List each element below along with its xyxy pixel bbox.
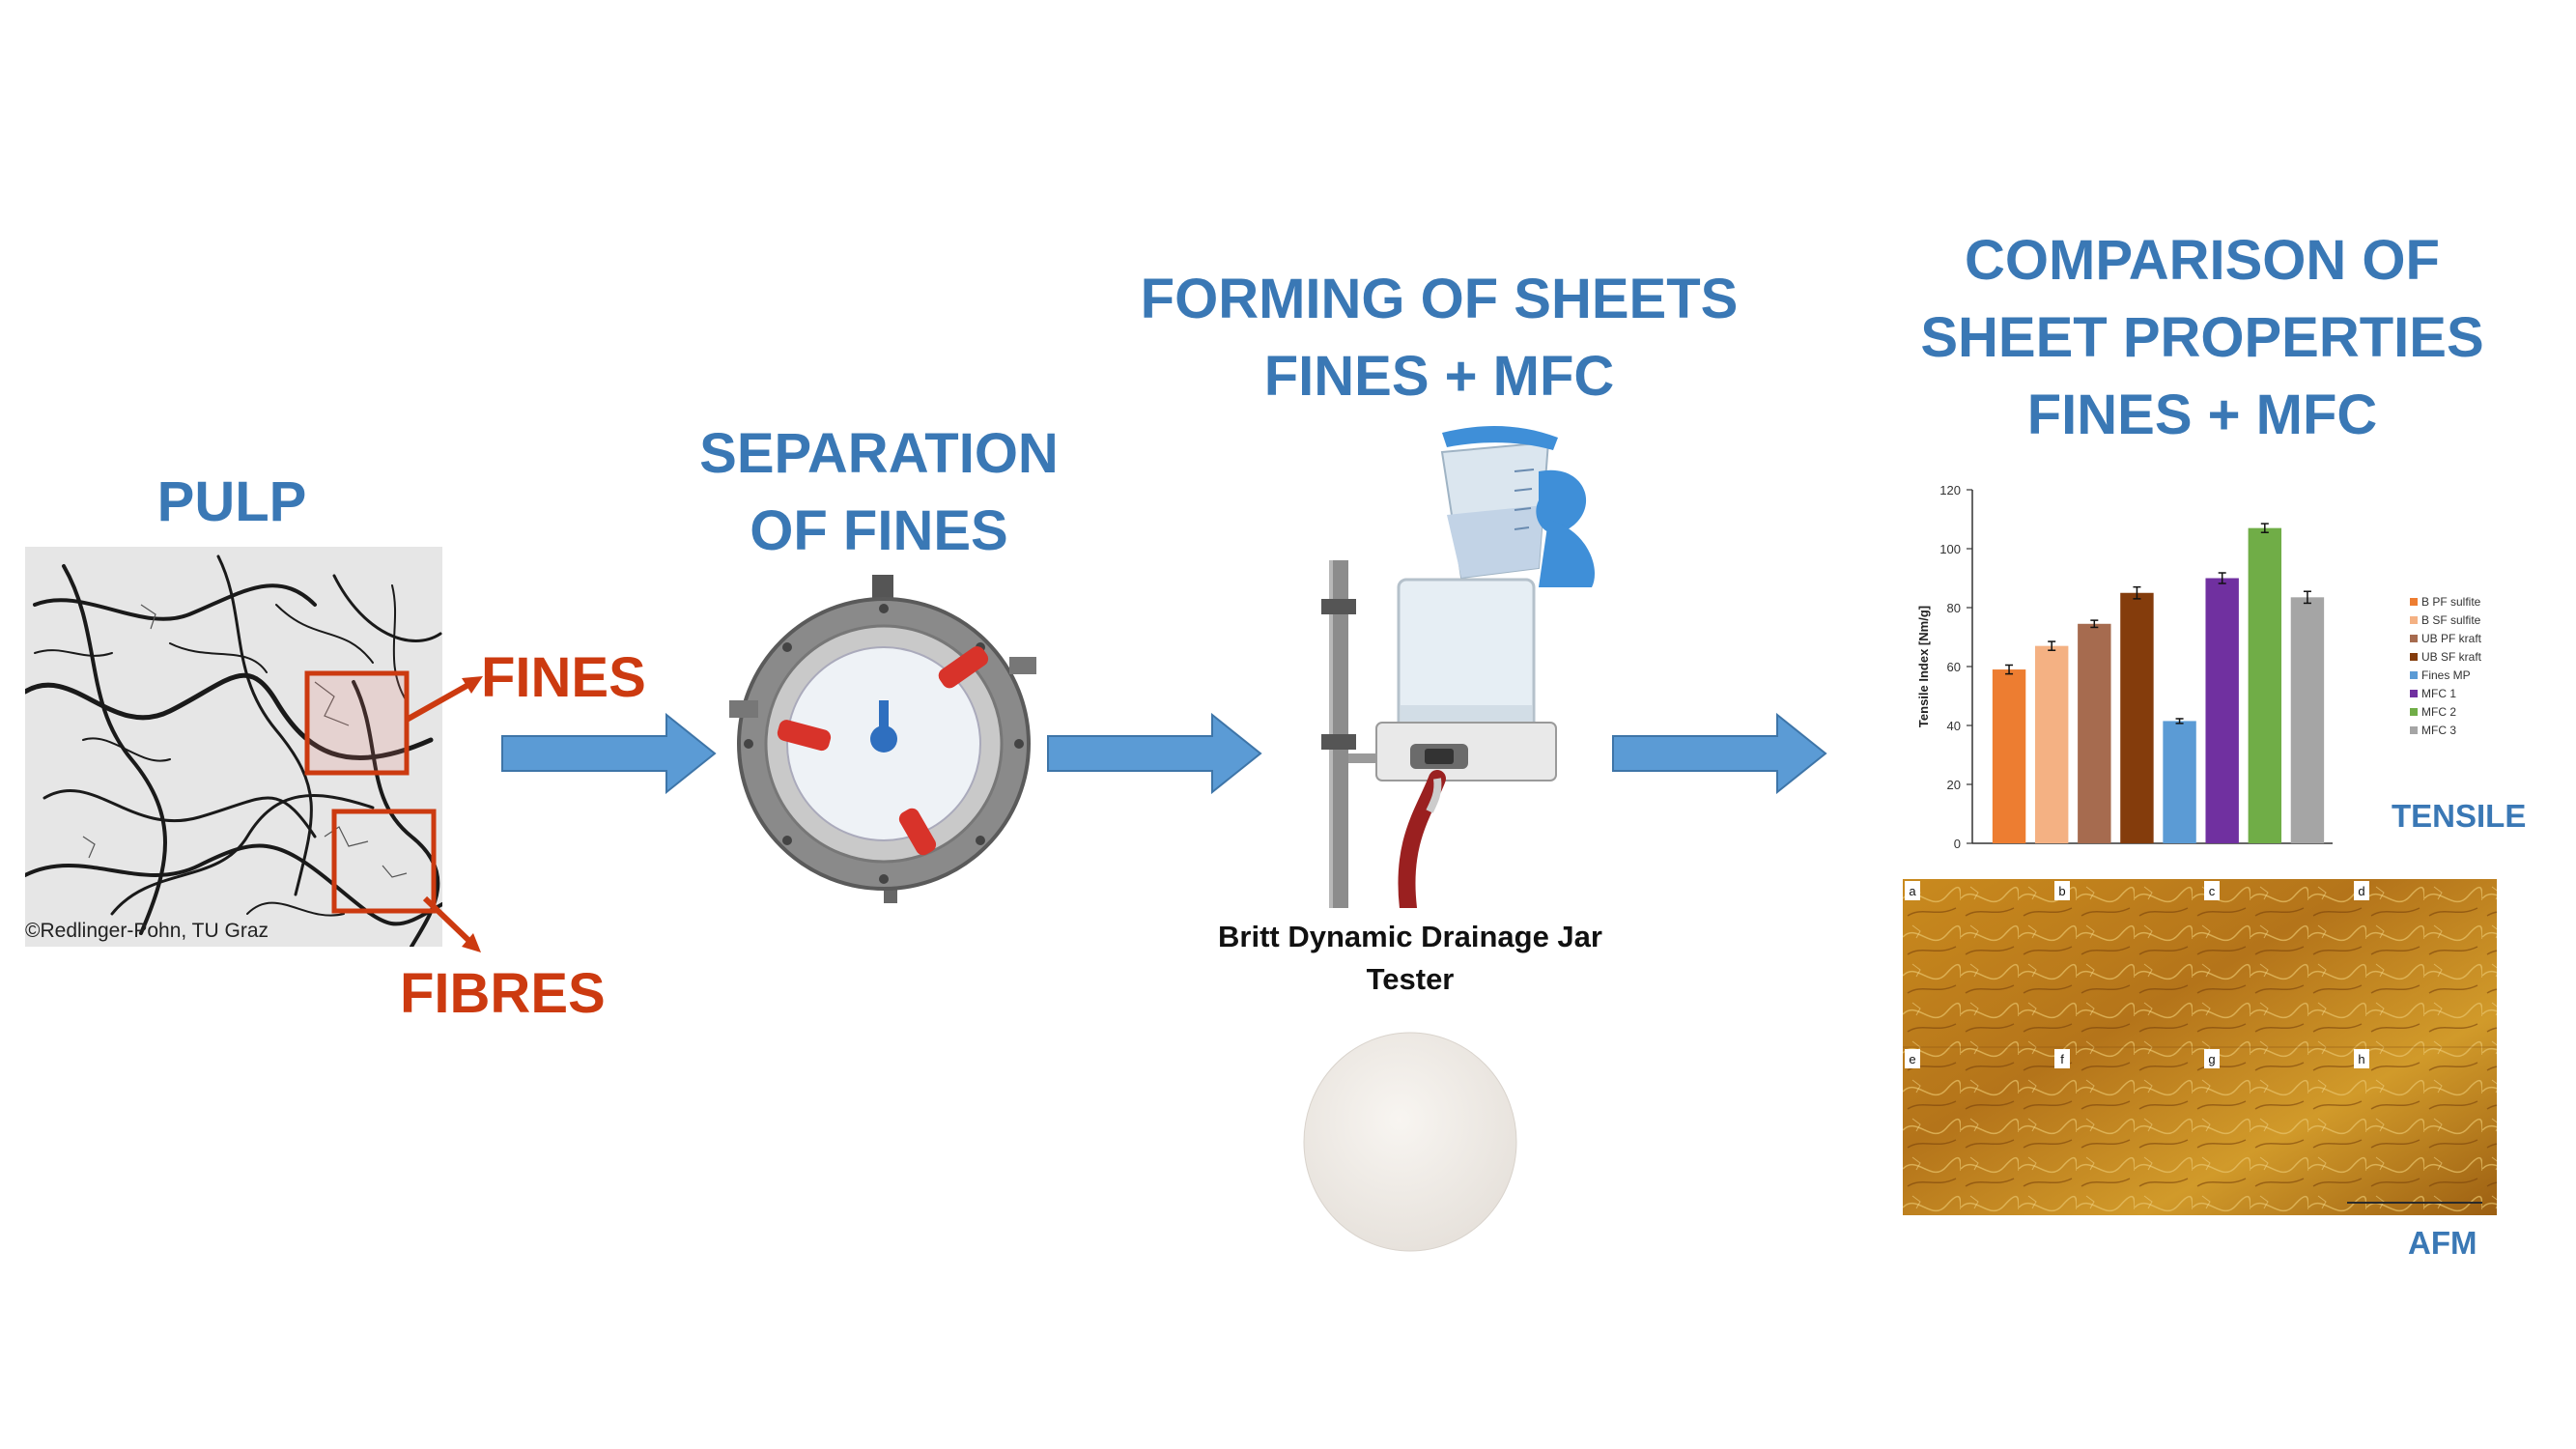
- comparison-heading-line1: COMPARISON OF: [1965, 229, 2440, 292]
- fines-fibres-callouts: [304, 670, 483, 952]
- legend-entry: B PF sulfite: [2421, 595, 2481, 609]
- arrow-right-icon: [501, 713, 717, 794]
- afm-panel-label-bg: [2354, 1049, 2369, 1068]
- afm-panel-label: b: [2058, 884, 2065, 898]
- y-tick-label: 120: [1939, 483, 1961, 497]
- afm-panel-label: g: [2208, 1052, 2215, 1066]
- y-axis-label: Tensile Index [Nm/g]: [1916, 606, 1931, 727]
- legend-swatch: [2410, 653, 2418, 661]
- bar-8: [2290, 597, 2325, 843]
- afm-panel-label-bg: [2204, 1049, 2220, 1068]
- afm-panel-label-bg: [2204, 881, 2220, 900]
- legend-swatch: [2410, 635, 2418, 642]
- afm-panel-label: d: [2358, 884, 2364, 898]
- y-tick-label: 100: [1939, 542, 1961, 556]
- separation-heading-line1: SEPARATION: [699, 422, 1059, 485]
- afm-label: AFM: [2408, 1225, 2477, 1261]
- fibres-pointer: [422, 895, 476, 948]
- forming-heading: FORMING OF SHEETS FINES + MFC: [1111, 261, 1768, 415]
- legend-swatch: [2410, 708, 2418, 716]
- britt-jar-caption-line1: Britt Dynamic Drainage Jar: [1218, 920, 1602, 953]
- legend-entry: UB SF kraft: [2421, 650, 2482, 664]
- afm-panel-label-bg: [2054, 881, 2070, 900]
- afm-panel-label: a: [1909, 884, 1916, 898]
- y-tick-label: 80: [1947, 601, 1961, 615]
- fines-label: FINES: [481, 646, 646, 709]
- legend-entry: UB PF kraft: [2421, 632, 2482, 645]
- separation-heading-line2: OF FINES: [750, 499, 1008, 562]
- legend-entry: MFC 2: [2421, 705, 2456, 719]
- comparison-heading-line2: SHEET PROPERTIES: [1920, 306, 2484, 369]
- fibres-pointer-head: [462, 933, 481, 952]
- y-tick-label: 0: [1954, 837, 1961, 851]
- forming-heading-line1: FORMING OF SHEETS: [1140, 268, 1739, 330]
- afm-panel-label: c: [2209, 884, 2216, 898]
- bar-6: [2205, 578, 2239, 843]
- fibres-box: [331, 809, 437, 914]
- afm-image-grid: a b c d e f g h: [1903, 879, 2497, 1215]
- afm-panel-label-bg: [1905, 1049, 1920, 1068]
- separation-heading: SEPARATION OF FINES: [676, 415, 1082, 570]
- legend-swatch: [2410, 726, 2418, 734]
- bar-4: [2120, 592, 2154, 843]
- comparison-heading: COMPARISON OF SHEET PROPERTIES FINES + M…: [1874, 222, 2531, 454]
- afm-panel-label-bg: [2354, 881, 2369, 900]
- pulp-heading: PULP: [156, 470, 307, 533]
- afm-panel-label-bg: [2054, 1049, 2070, 1068]
- legend-swatch: [2410, 598, 2418, 606]
- legend-swatch: [2410, 690, 2418, 697]
- fibres-label: FIBRES: [400, 962, 606, 1025]
- formed-sheet-image: [1303, 1032, 1517, 1252]
- britt-jar-caption: Britt Dynamic Drainage Jar Tester: [1159, 916, 1661, 1001]
- legend-swatch: [2410, 616, 2418, 624]
- bar-7: [2248, 527, 2282, 843]
- y-tick-label: 60: [1947, 660, 1961, 674]
- legend-entry: B SF sulfite: [2421, 613, 2481, 627]
- afm-panel-label: e: [1909, 1052, 1915, 1066]
- fines-separation-device-image: [729, 575, 1036, 903]
- legend-entry: MFC 3: [2421, 724, 2456, 737]
- arrow-right-icon: [1047, 713, 1262, 794]
- beaker-pouring-image: [1423, 423, 1606, 587]
- copyright-text: ©Redlinger-Pohn, TU Graz: [25, 920, 269, 942]
- bar-2: [2034, 645, 2069, 843]
- y-tick-label: 20: [1947, 778, 1961, 792]
- britt-jar-tester-image: [1321, 560, 1557, 908]
- fines-pointer: [405, 678, 477, 723]
- bar-1: [1992, 669, 2026, 843]
- britt-jar-caption-line2: Tester: [1366, 962, 1455, 996]
- bar-3: [2078, 623, 2111, 843]
- forming-heading-line2: FINES + MFC: [1263, 345, 1615, 408]
- y-tick-label: 40: [1947, 719, 1961, 733]
- legend-swatch: [2410, 671, 2418, 679]
- bar-5: [2163, 721, 2196, 843]
- afm-panel-label: f: [2060, 1052, 2064, 1066]
- arrow-right-icon: [1612, 713, 1827, 794]
- afm-panel-label-bg: [1905, 881, 1920, 900]
- fines-pointer-head: [462, 676, 483, 694]
- afm-panel-label: h: [2358, 1052, 2364, 1066]
- legend-entry: Fines MP: [2421, 668, 2471, 682]
- tensile-label: TENSILE: [2392, 798, 2527, 834]
- pulp-micrograph-image: [25, 547, 442, 947]
- comparison-heading-line3: FINES + MFC: [2026, 384, 2378, 446]
- legend-entry: MFC 1: [2421, 687, 2456, 700]
- fines-box: [304, 670, 410, 776]
